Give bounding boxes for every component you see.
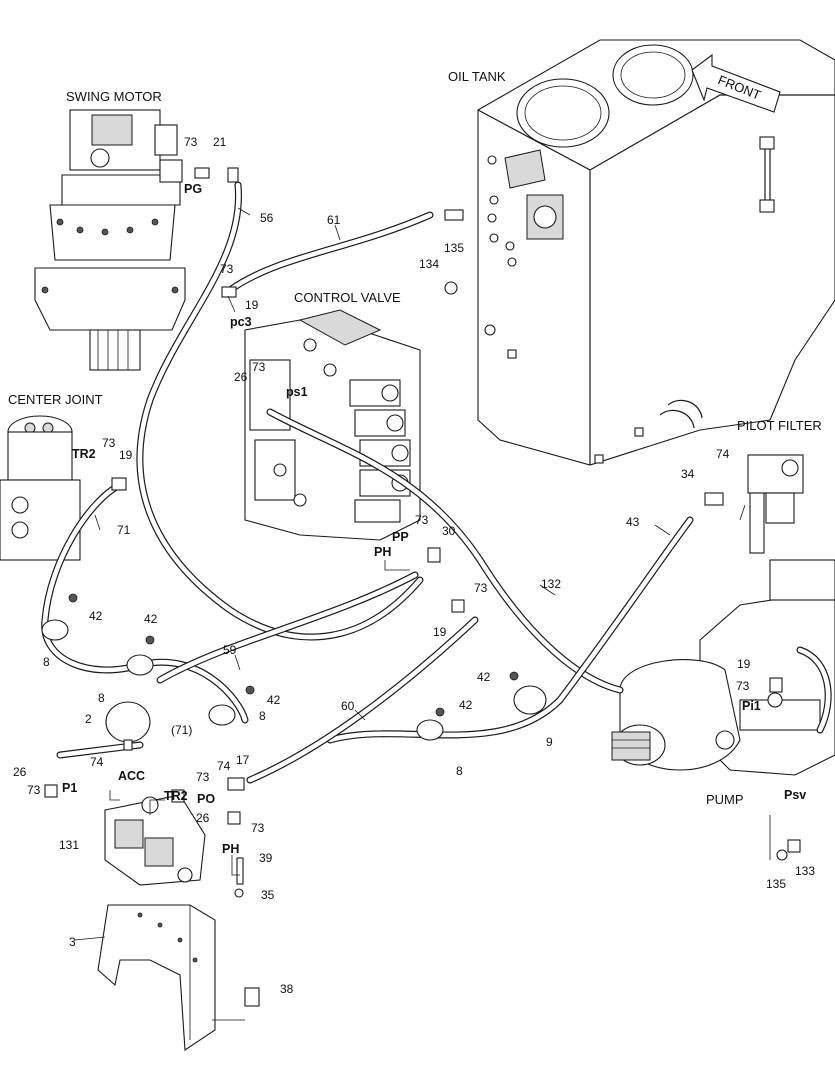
port-psv: Psv [784,788,806,802]
callout: 8 [43,655,50,669]
callout: 19 [119,448,133,462]
callout: 134 [419,257,439,271]
callout: 132 [541,577,561,591]
callout: 74 [716,447,730,461]
callout: 73 [184,135,198,149]
callout: 42 [144,612,158,626]
callout: 73 [415,513,429,527]
callout: 133 [795,864,815,878]
callout: 42 [89,609,103,623]
callout: 74 [217,759,231,773]
callout: 19 [245,298,259,312]
label-control-valve: CONTROL VALVE [294,290,401,305]
port-po: PO [197,792,215,806]
callout: 73 [220,262,234,276]
label-swing-motor: SWING MOTOR [66,89,162,104]
port-pg: PG [184,182,202,196]
callout: 2 [85,712,92,726]
callout: 39 [259,851,273,865]
callout: 42 [459,698,473,712]
swing-motor [34,109,186,371]
callout: 73 [252,360,266,374]
callout: 43 [626,515,640,529]
callout: 35 [261,888,275,902]
callout: 42 [267,693,281,707]
solenoid-valve-block [104,794,206,886]
callout: 73 [196,770,210,784]
callout: 73 [736,679,750,693]
component-labels: SWING MOTOR OIL TANK CONTROL VALVE CENTE… [8,69,822,807]
callout: 26 [196,811,210,825]
callout: 59 [223,643,237,657]
port-p1: P1 [62,781,77,795]
callout: 3 [69,935,76,949]
callout: 73 [251,821,265,835]
front-arrow: FRONT [691,53,781,113]
callout: 56 [260,211,274,225]
pump [611,559,835,776]
callout: 61 [327,213,341,227]
callout: 38 [280,982,294,996]
center-joint [0,415,81,561]
callout: 73 [27,783,41,797]
callout: 60 [341,699,355,713]
callout: 8 [98,691,105,705]
callout: 71 [117,523,131,537]
callout: (71) [171,723,192,737]
port-ps1: ps1 [286,385,308,399]
leader-lines [74,207,771,1021]
callout: 30 [442,524,456,538]
callout: 19 [737,657,751,671]
port-tr2-center: TR2 [72,447,96,461]
port-acc: ACC [118,769,145,783]
oil-tank [477,39,835,466]
callout: 34 [681,467,695,481]
label-pump: PUMP [706,792,744,807]
label-pilot-filter: PILOT FILTER [737,418,822,433]
pilot-filter [747,454,804,554]
callout: 74 [90,755,104,769]
bracket [97,904,216,1051]
label-center-joint: CENTER JOINT [8,392,103,407]
hoses [41,181,832,784]
clamps [41,619,547,741]
callout: 135 [444,241,464,255]
callout: 8 [259,709,266,723]
port-pi1: Pi1 [742,699,761,713]
callout: 8 [456,764,463,778]
callout: 19 [433,625,447,639]
callout: 26 [13,765,27,779]
port-tr2-block: TR2 [164,789,188,803]
callout-numbers: 73 21 56 61 73 19 135 134 26 73 73 19 71… [13,135,815,996]
fittings [44,167,801,1007]
callout: 73 [474,581,488,595]
port-pc3: pc3 [230,315,252,329]
callout: 131 [59,838,79,852]
port-labels: PG pc3 ps1 TR2 PP PH ACC P1 TR2 PO PH Pi… [62,182,806,856]
control-valve [244,309,421,541]
callout: 17 [236,753,250,767]
callout: 21 [213,135,227,149]
callout: 42 [477,670,491,684]
port-pp: PP [392,530,409,544]
accumulator [105,701,151,751]
callout: 26 [234,370,248,384]
label-oil-tank: OIL TANK [448,69,506,84]
callout: 9 [546,735,553,749]
port-ph-block: PH [222,842,239,856]
port-ph-valve: PH [374,545,391,559]
callout: 73 [102,436,116,450]
callout: 135 [766,877,786,891]
